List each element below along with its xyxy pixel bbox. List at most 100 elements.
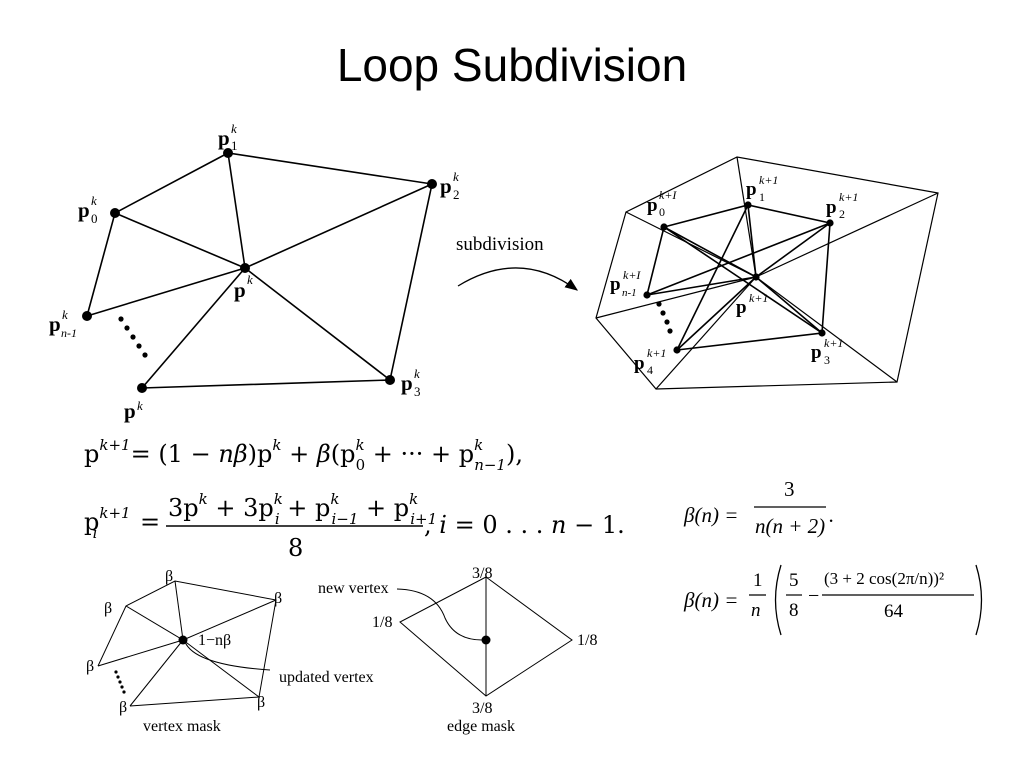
edge-mask-weight-left: 1/8 <box>372 614 392 631</box>
svg-text:p: p <box>746 179 757 200</box>
svg-text:1: 1 <box>231 138 238 153</box>
svg-text:k: k <box>231 121 237 136</box>
svg-text:n: n <box>751 600 761 621</box>
svg-text:4: 4 <box>647 363 653 377</box>
svg-text:3: 3 <box>784 477 795 501</box>
svg-text:k+I: k+I <box>659 188 677 202</box>
svg-text:β(n) =: β(n) = <box>683 588 738 612</box>
edge-mask: 3/8 3/8 1/8 1/8 new vertex edge mask <box>318 565 597 735</box>
svg-text:, i = 0 . . . n − 1.: , i = 0 . . . n − 1. <box>424 511 625 539</box>
label-p4: p <box>124 399 136 423</box>
svg-text:2: 2 <box>839 207 845 221</box>
svg-text:p: p <box>634 353 645 374</box>
svg-text:k: k <box>91 193 97 208</box>
vertex-mask-caption: vertex mask <box>143 718 221 735</box>
subdivided-mesh-labels: p k+I 0 p k+1 1 p k+1 2 p k+I n-1 p k+1 … <box>610 173 858 377</box>
svg-text:k+1: k+1 <box>647 346 666 360</box>
subdivided-mesh-vertices <box>643 201 834 354</box>
svg-text:k+1: k+1 <box>759 173 778 187</box>
vertex-mask-weight-top: β <box>165 568 173 585</box>
subdivided-mesh-ellipsis <box>656 301 673 334</box>
svg-text:p: p <box>647 195 658 216</box>
svg-text:(3 + 2 cos(2π/n))²: (3 + 2 cos(2π/n))² <box>824 569 944 588</box>
svg-text:k: k <box>62 307 68 322</box>
svg-text:k: k <box>247 272 253 287</box>
vertex-p1 <box>223 148 233 158</box>
original-mesh-labels: p k 1 p k 0 p k 2 p k p k n-1 p k 3 p k <box>49 121 460 423</box>
svg-text:8: 8 <box>288 534 303 562</box>
subdivided-mesh-outer <box>595 156 939 390</box>
edge-mask-weight-right: 1/8 <box>577 632 597 649</box>
slide-title: Loop Subdivision <box>336 39 688 91</box>
vertex-mask-center-weight: 1−nβ <box>198 632 231 649</box>
svg-text:0: 0 <box>659 205 665 219</box>
svg-text:pk+1= (1 − nβ)pk + β(pk0 + ···: pk+1= (1 − nβ)pk + β(pk0 + ··· + pkn−1), <box>84 436 523 474</box>
svg-text:n-1: n-1 <box>622 287 637 299</box>
vertex-mask-weight-bottom: β <box>119 699 127 716</box>
svg-text:k+1: k+1 <box>839 190 858 204</box>
edge-mask-weight-bottom: 3/8 <box>472 700 492 717</box>
beta-equation-warren: β(n) = 3 n(n + 2) . <box>683 477 834 538</box>
svg-text:k: k <box>137 398 143 413</box>
updated-vertex-callout: updated vertex <box>279 669 374 686</box>
vertex-pn1 <box>82 311 92 321</box>
svg-text:p: p <box>811 342 822 363</box>
label-p3: p <box>401 371 413 395</box>
svg-text:0: 0 <box>91 211 98 226</box>
edge-mask-weight-top: 3/8 <box>472 565 492 582</box>
vertex-mask-weight-left: β <box>104 600 112 617</box>
vertex-mask-center <box>178 635 188 645</box>
vertex-p3 <box>385 375 395 385</box>
vertex-mask-weight-lower-right: β <box>257 694 265 711</box>
svg-text:k+1: k+1 <box>824 336 843 350</box>
svg-text:k: k <box>453 169 459 184</box>
vertex-p0 <box>110 208 120 218</box>
svg-text:=: = <box>140 508 160 536</box>
svg-text:k: k <box>414 366 420 381</box>
svg-text:3: 3 <box>824 353 830 367</box>
svg-text:1: 1 <box>753 570 763 591</box>
label-p2: p <box>440 174 452 198</box>
beta-equation-loop: β(n) = 1 n 5 8 − (3 + 2 cos(2π/n))² 64 <box>683 564 983 636</box>
svg-text:p: p <box>610 274 621 295</box>
label-pk: p <box>234 278 246 302</box>
subdivision-label: subdivision <box>456 234 544 255</box>
label-p0: p <box>78 198 90 222</box>
svg-text:3: 3 <box>414 384 421 399</box>
subdivided-mesh-inner <box>646 204 831 351</box>
mesh-ellipsis <box>118 316 148 358</box>
vertex-p2 <box>427 179 437 189</box>
edge-mask-caption: edge mask <box>447 718 515 735</box>
subdivision-arrow <box>457 267 579 291</box>
vertex-mask-weight-right: β <box>274 590 282 607</box>
svg-text:p: p <box>736 297 747 318</box>
svg-text:2: 2 <box>453 187 460 202</box>
svg-text:n(n + 2): n(n + 2) <box>755 514 825 538</box>
svg-text:k+1: k+1 <box>749 291 768 305</box>
svg-text:1: 1 <box>759 190 765 204</box>
svg-text:k+I: k+I <box>623 268 641 282</box>
svg-text:β(n) =: β(n) = <box>683 503 738 527</box>
edge-mask-new-vertex <box>481 635 491 645</box>
svg-text:pk+1i: pk+1i <box>84 504 131 542</box>
vertex-mask: β β β β β β 1−nβ updated vertex vertex m… <box>86 568 374 735</box>
vertex-mask-weight-lower-left: β <box>86 658 94 675</box>
svg-text:p: p <box>826 197 837 218</box>
original-mesh-vertices <box>82 148 437 393</box>
vertex-p4 <box>137 383 147 393</box>
original-mesh <box>86 152 433 389</box>
svg-text:5: 5 <box>789 570 799 591</box>
svg-text:n-1: n-1 <box>61 326 77 340</box>
svg-text:.: . <box>829 503 834 527</box>
label-pn1: p <box>49 312 61 336</box>
svg-text:8: 8 <box>789 600 799 621</box>
svg-text:64: 64 <box>884 601 904 622</box>
new-vertex-callout: new vertex <box>318 580 389 597</box>
vertex-center <box>240 263 250 273</box>
svg-text:−: − <box>808 585 819 607</box>
label-p1: p <box>218 126 230 150</box>
